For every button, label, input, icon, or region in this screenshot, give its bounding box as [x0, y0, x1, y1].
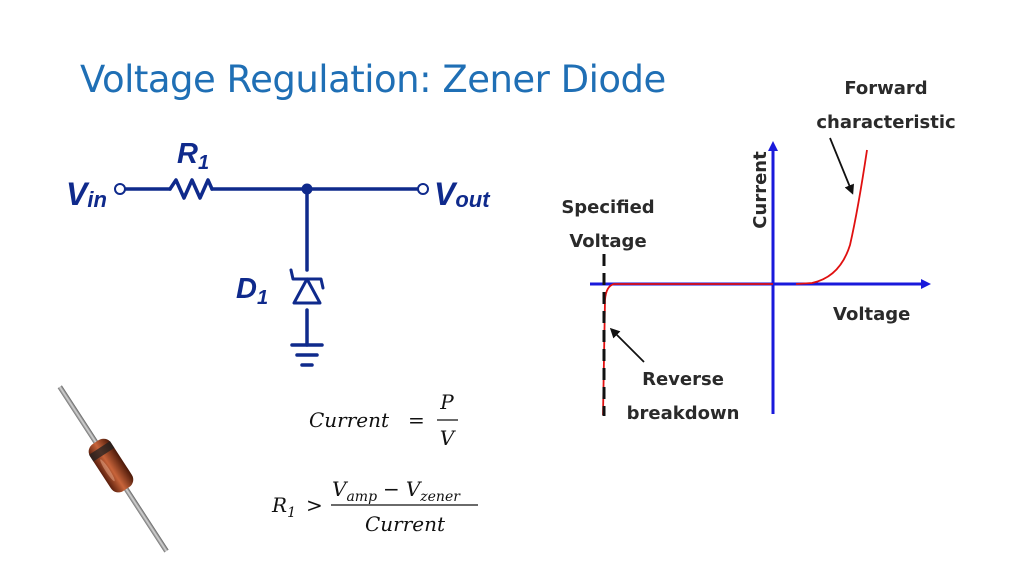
specified-label-2: Voltage: [569, 231, 646, 252]
reverse-label-1: Reverse: [642, 369, 724, 390]
r-eq-numerator: Vamp−Vzener: [332, 477, 461, 505]
vin-label: Vin: [66, 176, 107, 212]
d1-label: D1: [236, 273, 268, 309]
forward-label-1: Forward: [844, 78, 927, 99]
reverse-label-2: breakdown: [627, 403, 740, 424]
current-eq-numerator: P: [439, 390, 454, 414]
x-axis-label: Voltage: [833, 304, 910, 325]
vout-label: Vout: [434, 176, 491, 212]
current-eq-denominator: V: [440, 426, 457, 450]
r-eq-denominator: Current: [365, 512, 446, 536]
current-eq-lhs: Current: [309, 408, 390, 432]
terminal-in: [114, 183, 126, 195]
svg-text:=: =: [408, 408, 425, 432]
r1-label: R1: [177, 138, 209, 174]
junction-dot: [301, 183, 313, 195]
zener-diode-symbol: [292, 277, 322, 305]
svg-text:>: >: [306, 493, 323, 517]
specified-label-1: Specified: [561, 197, 654, 218]
current-equation: Current = P V: [309, 390, 458, 450]
forward-label-2: characteristic: [816, 112, 955, 133]
terminal-out: [417, 183, 429, 195]
forward-pointer-arrow: [829, 137, 854, 195]
y-axis-label: Current: [750, 151, 771, 229]
reverse-pointer-arrow: [609, 327, 645, 363]
resistor-equation: R1 > Vamp−Vzener Current: [271, 477, 478, 536]
slide-title: Voltage Regulation: Zener Diode: [80, 58, 666, 101]
r-eq-lhs: R1: [271, 493, 296, 521]
resistor-r1-symbol: [168, 178, 214, 200]
forward-curve: [795, 149, 868, 285]
